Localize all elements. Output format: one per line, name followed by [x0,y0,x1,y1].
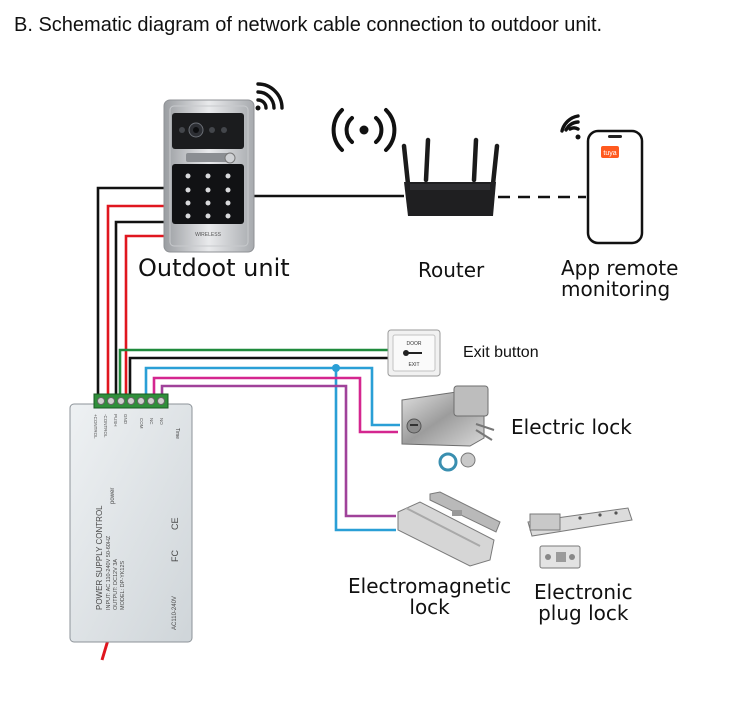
diagram-title: B. Schematic diagram of network cable co… [14,14,603,36]
wire-green [118,348,388,398]
svg-text:+CONTROL: +CONTROL [93,414,98,439]
router [331,108,500,216]
electromagnetic-lock [397,491,501,567]
wire-blue [144,366,400,427]
wire-black-1 [96,186,165,398]
router-antennas [401,137,500,187]
key-icon [403,350,422,356]
psu-time-label: Time [174,428,180,439]
label-emag-line2: lock [409,595,450,619]
svg-text:GND: GND [123,414,128,425]
svg-text:PUSH: PUSH [113,414,118,427]
outdoor-unit-panel [172,113,244,149]
power-supply: +CONTROL -CONTROL PUSH GND COM NC NO Tim… [69,393,193,643]
svg-text:CE: CE [170,517,180,530]
tuya-app-icon [601,146,619,158]
label-app-line1: App remote [561,256,679,280]
label-emag-line1: Electromagnetic [348,574,512,598]
terminal-labels: +CONTROL -CONTROL PUSH GND COM NC NO [93,414,164,439]
svg-text:-CONTROL: -CONTROL [103,414,108,438]
electric-lock [401,385,495,472]
call-button-icon [224,152,236,164]
outdoor-unit: WIRELESS [163,82,284,253]
label-electric-lock: Electric lock [511,415,632,439]
wire-red-1 [106,204,165,398]
svg-text:NC: NC [149,418,154,425]
label-app-remote-monitoring: App remote monitoring [561,258,678,300]
electronic-plug-lock [527,507,633,569]
label-eplug-line1: Electronic [534,580,633,604]
wire-purple [160,384,396,518]
svg-text:EXIT: EXIT [408,362,419,368]
wire-red-2 [124,234,165,398]
terminal-screws [97,397,165,405]
tuya-app-label: tuya [603,150,616,157]
camera-brand: WIRELESS [195,232,222,238]
svg-text:INPUT: AC 110-240V 50-60HZ: INPUT: AC 110-240V 50-60HZ [106,535,112,610]
exit-button: DOOR EXIT [387,329,441,377]
psu-specs: POWER SUPPLY CONTROL INPUT: AC 110-240V … [95,488,180,630]
wifi-icon-phone [560,114,581,140]
svg-text:POWER SUPPLY CONTROL: POWER SUPPLY CONTROL [95,505,104,610]
wire-blue-branch [334,368,396,532]
svg-text:power: power [110,488,116,504]
router-body [404,182,496,216]
ac-power-cord [100,639,110,661]
label-electronic-plug-lock: Electronic plug lock [534,582,633,624]
wifi-icon-outdoor [255,82,284,111]
label-outdoor-unit: Outdoot unit [138,254,290,282]
label-app-line2: monitoring [561,277,671,301]
svg-text:COM: COM [139,418,144,429]
svg-text:DOOR: DOOR [407,341,422,347]
label-exit-button: Exit button [463,344,539,361]
wire-black-exit [128,356,388,398]
keypad [172,164,244,224]
svg-text:AC110-240V: AC110-240V [172,596,178,630]
keypad-keys [185,173,231,219]
smartphone: tuya [560,114,644,245]
svg-text:NO: NO [159,418,164,425]
wire-black-2 [114,220,165,398]
wire-junction [332,364,340,372]
svg-text:MODEL: DP-YK12S: MODEL: DP-YK12S [120,560,126,610]
svg-text:FC: FC [170,550,180,562]
label-electromagnetic-lock: Electromagnetic lock [348,576,511,618]
label-router: Router [418,258,485,282]
signal-icon-router [331,108,397,152]
speaker-grille [186,153,232,162]
svg-text:OUTPUT: DC12V 3A: OUTPUT: DC12V 3A [113,559,119,610]
label-eplug-line2: plug lock [538,601,629,625]
lock-keys [475,423,495,441]
wire-magenta [152,376,398,434]
wires [96,186,586,661]
